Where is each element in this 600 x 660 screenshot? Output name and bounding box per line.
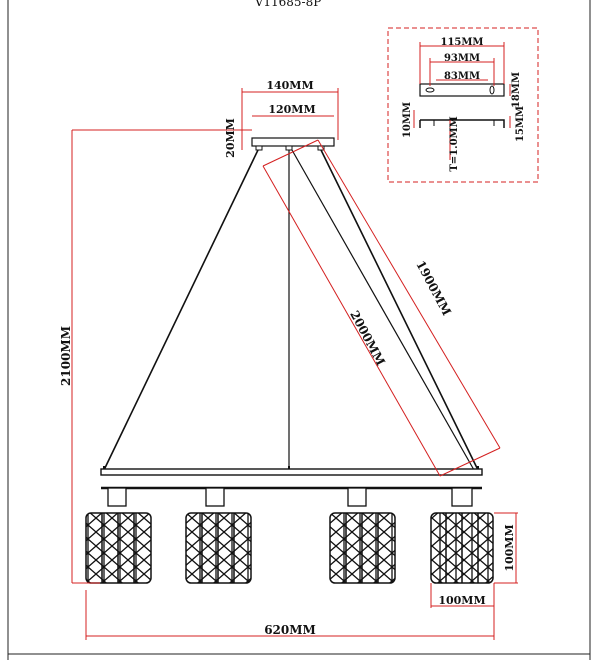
socket-cup-1 — [107, 487, 127, 507]
inset-height-left-label: 10MM — [402, 102, 413, 138]
cable-left — [103, 149, 259, 471]
shade-height-label: 100MM — [503, 524, 516, 571]
cable-short-label: 2000MM — [347, 308, 388, 368]
cable-right-outer — [320, 149, 479, 471]
inset-width-mid-label: 93MM — [444, 53, 480, 64]
socket-cup-4 — [451, 487, 473, 507]
model-title: V11685-8P — [254, 0, 322, 9]
socket-cup-3 — [347, 487, 367, 507]
inset-plate-top — [419, 83, 505, 97]
dimension-lines — [71, 88, 518, 640]
inset-frame — [387, 27, 539, 183]
socket-cup-2 — [205, 487, 225, 507]
canopy-hook-left — [255, 145, 263, 151]
total-height-label: 2100MM — [59, 326, 73, 386]
canopy-width-label: 140MM — [266, 79, 313, 92]
shade-width-label: 100MM — [438, 594, 485, 607]
ceiling-canopy — [251, 137, 335, 147]
shade-3 — [329, 487, 396, 584]
shade-2 — [185, 487, 252, 584]
cable-right-inner — [291, 149, 475, 471]
inset-depth-right-label: 15MM — [515, 106, 526, 142]
shade-1 — [85, 487, 152, 584]
inset-hole-right — [489, 85, 495, 95]
inset-thickness-label: T=1.0MM — [449, 116, 460, 171]
inset-width-inner-label: 83MM — [444, 71, 480, 82]
inset-width-outer-label: 115MM — [440, 37, 483, 48]
mounting-bar — [100, 468, 483, 476]
shade-4 — [430, 487, 494, 584]
canopy-inner-label: 120MM — [268, 103, 315, 116]
inset-height-right-label: 18MM — [511, 72, 522, 108]
canopy-height-label: 20MM — [224, 118, 237, 158]
cable-long-label: 1900MM — [413, 258, 454, 318]
inset-hole-left — [425, 87, 435, 93]
total-width-label: 620MM — [264, 623, 316, 637]
inset-plate-profile — [419, 119, 505, 128]
canopy-hook-center — [285, 145, 293, 151]
canopy-detail-inset: 115MM 93MM 83MM 18MM 10MM T=1.0MM 15MM — [387, 27, 539, 183]
